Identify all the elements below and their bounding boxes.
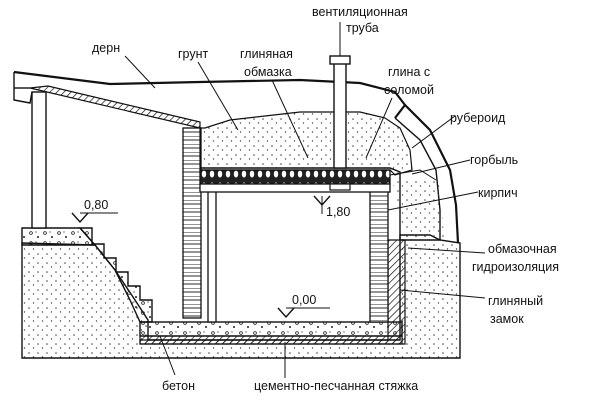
front-wall [182,127,202,319]
label-clay-straw-1: глина с [388,65,430,79]
soil-mound [199,111,413,176]
vent-pipe [333,59,347,169]
clay-straw-layer [200,117,441,241]
level-floor-value: 0,00 [292,293,316,307]
concrete-floor [139,321,403,337]
vent-cap [329,55,351,65]
entry-post [31,91,47,229]
label-soil: грунт [178,47,209,61]
turf-roof [13,70,406,106]
label-slab: горбыль [470,153,518,167]
level-mark-floor [277,307,330,319]
label-clay-coat-1: глиняная [240,47,293,61]
label-coating-waterproof-1: обмазочная [488,242,557,256]
level-entry-value: 0,80 [84,198,108,212]
roof-slab [29,85,201,129]
label-clay-lock-1: глиняный [488,294,543,308]
label-coating-waterproof-2: гидроизоляция [472,260,559,274]
brick-wall [369,189,389,323]
stairs [78,227,153,323]
label-turf: дерн [92,41,120,55]
label-clay-coat-2: обмазка [244,65,292,79]
door-frame [207,189,217,323]
roofing-felt-shell [394,103,460,244]
label-vent-pipe-2: труба [346,21,379,35]
ceiling-beam [199,183,391,193]
ceiling-slabs [199,169,391,185]
label-clay-lock-2: замок [490,312,524,326]
label-clay-straw-2: соломой [384,83,434,97]
label-concrete: бетон [162,379,195,393]
label-screed: цементно-песчанная стяжка [254,379,418,393]
level-ceiling-value: 1,80 [326,205,350,219]
label-brick: кирпич [478,186,518,200]
level-mark-ceiling [313,195,331,214]
label-vent-pipe-1: вентиляционная [312,5,408,19]
label-roofing-felt: рубероид [450,111,506,125]
level-mark-entry [71,212,118,224]
